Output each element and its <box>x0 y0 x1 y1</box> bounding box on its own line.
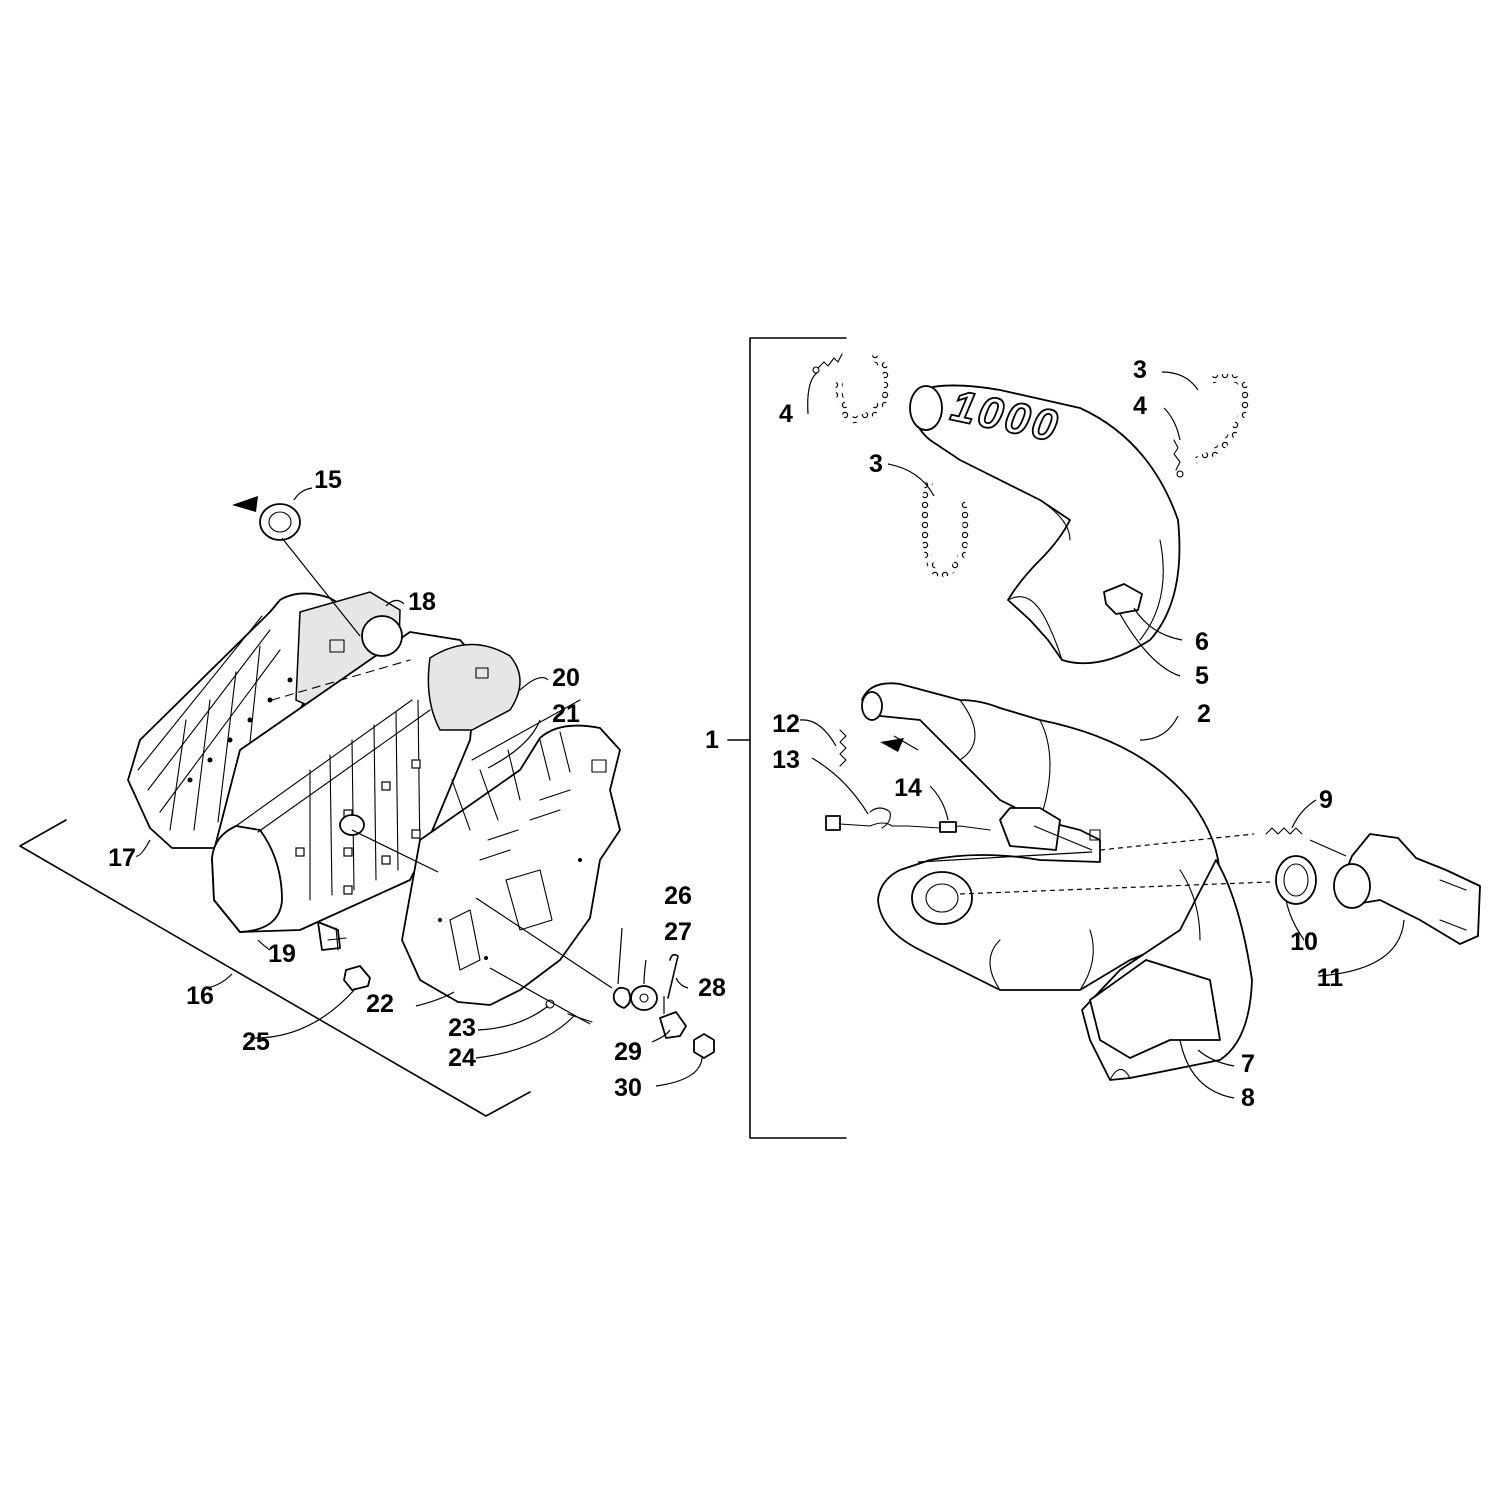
callout-4-lower: 4 <box>779 400 793 428</box>
callout-18: 18 <box>408 588 436 616</box>
callout-8: 8 <box>1241 1084 1255 1112</box>
silencer-assembly <box>19 487 715 1117</box>
callout-26: 26 <box>664 882 692 910</box>
assembly-bracket-1 <box>749 337 847 1139</box>
spacer-29 <box>659 1011 687 1039</box>
hardware-group <box>259 503 715 1059</box>
callout-28: 28 <box>698 974 726 1002</box>
mesh-patch-5 <box>1103 583 1143 615</box>
gasket-10 <box>1275 855 1317 905</box>
callout-9: 9 <box>1319 786 1333 814</box>
callout-3-upper: 3 <box>1133 356 1147 384</box>
callout-16: 16 <box>186 982 214 1010</box>
callout-30: 30 <box>614 1074 642 1102</box>
callout-21: 21 <box>552 700 580 728</box>
leaders-right <box>799 371 1405 1099</box>
callout-1: 1 <box>705 726 719 754</box>
silencer-body-19 <box>211 615 479 951</box>
callout-19: 19 <box>268 940 296 968</box>
callout-22: 22 <box>366 990 394 1018</box>
spring-4-right <box>1173 439 1184 478</box>
callout-29: 29 <box>614 1038 642 1066</box>
exhaust-manifold-11 <box>1333 833 1481 945</box>
callout-2: 2 <box>1197 700 1211 728</box>
callout-3-lower: 3 <box>869 450 883 478</box>
clip-26 <box>612 986 632 1009</box>
expansion-chamber-2 <box>861 682 1221 991</box>
callout-14: 14 <box>894 774 922 802</box>
chain-3-right <box>1195 374 1250 464</box>
chain-3-left <box>835 353 970 577</box>
lower-cover-7 <box>1081 859 1253 1081</box>
callout-23: 23 <box>448 1014 476 1042</box>
exhaust-assembly: 1000 <box>727 337 1481 1139</box>
callout-labels: 1 2 3 3 4 4 5 6 7 8 9 10 11 12 13 14 15 … <box>108 356 1343 1112</box>
callout-27: 27 <box>664 918 692 946</box>
spring-9 <box>1265 827 1303 835</box>
callout-13: 13 <box>772 746 800 774</box>
callout-25: 25 <box>242 1028 270 1056</box>
callout-12: 12 <box>772 710 800 738</box>
washer-27 <box>630 985 658 1011</box>
callout-15: 15 <box>314 466 342 494</box>
nut-30 <box>693 1033 715 1059</box>
callout-6: 6 <box>1195 628 1209 656</box>
leaders-left <box>135 487 703 1087</box>
assembly-bracket-16 <box>19 819 531 1117</box>
pin-28 <box>667 953 679 999</box>
callout-4-upper: 4 <box>1133 392 1147 420</box>
spring-4-left <box>812 353 843 374</box>
grommet-15 <box>259 503 301 541</box>
callout-11: 11 <box>1317 964 1344 992</box>
heat-shield-21 <box>401 699 621 1006</box>
exhaust-cover-6: 1000 <box>909 380 1181 665</box>
callout-17: 17 <box>108 844 136 872</box>
callout-20: 20 <box>552 664 580 692</box>
cap-25 <box>343 965 371 991</box>
shield-piece-20 <box>427 643 521 731</box>
direction-arrow-left <box>232 496 258 512</box>
callout-5: 5 <box>1195 662 1209 690</box>
spring-12 <box>839 729 847 767</box>
callout-7: 7 <box>1241 1050 1255 1078</box>
sensor-harness-13 <box>825 807 909 831</box>
callout-24: 24 <box>448 1044 476 1072</box>
direction-arrow-right <box>880 738 904 752</box>
callout-10: 10 <box>1290 928 1318 956</box>
